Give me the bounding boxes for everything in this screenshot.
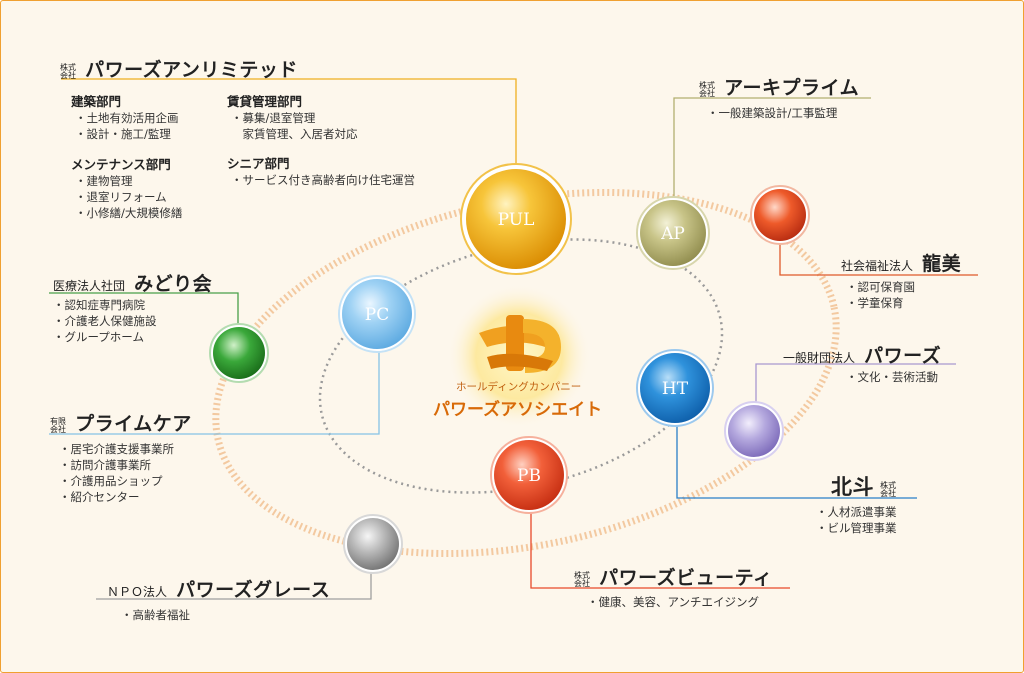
connector-ryubi: [779, 241, 978, 276]
prime-items: ・居宅介護支援事業所 ・訪問介護事業所 ・介護用品ショップ ・紹介センター: [59, 441, 174, 505]
pul-heading: 株式会社 パワーズアンリミテッド: [59, 55, 298, 82]
hokuto-heading: 北斗 株式会社: [831, 471, 900, 501]
ryubi-name: 龍美: [922, 253, 962, 275]
hokuto-item: ・ビル管理事業: [816, 521, 897, 535]
connector-prime: [49, 341, 380, 435]
grace-item: ・高齢者福祉: [121, 608, 190, 622]
pul-dept-senior: シニア部門 ・サービス付き高齢者向け住宅運営: [227, 153, 415, 188]
node-pc-label: PC: [365, 305, 389, 325]
node-pul[interactable]: PUL: [460, 163, 572, 275]
pul-prefix: 株式会社: [60, 62, 76, 80]
dept-item: ・建物管理: [75, 174, 133, 188]
powers-items: ・文化・芸術活動: [846, 369, 938, 385]
prime-heading: 有限会社 プライムケア: [49, 409, 192, 436]
pul-dept-construction: 建築部門 ・土地有効活用企画 ・設計・施工/監理: [71, 91, 179, 142]
node-powers-foundation[interactable]: [724, 401, 784, 461]
pb-prefix: 株式会社: [574, 570, 590, 588]
node-pc[interactable]: PC: [338, 275, 416, 353]
ap-item: ・一般建築設計/工事監理: [707, 106, 838, 120]
connector-ap: [673, 97, 871, 199]
prime-item: ・紹介センター: [59, 490, 140, 504]
midori-items: ・認知症専門病院 ・介護老人保健施設 ・グループホーム: [53, 297, 157, 345]
ryubi-items: ・認可保育園 ・学童保育: [846, 279, 915, 311]
node-ryubi[interactable]: [750, 185, 810, 245]
pb-name: パワーズビューティ: [599, 567, 773, 589]
hokuto-name: 北斗: [831, 475, 874, 499]
connector-powers: [755, 363, 956, 411]
ryubi-item: ・学童保育: [846, 296, 904, 310]
grace-items: ・高齢者福祉: [121, 607, 190, 623]
center-subtitle: ホールディングカンパニー: [456, 381, 582, 393]
powers-name: パワーズ: [864, 345, 942, 367]
midori-item: ・介護老人保健施設: [53, 314, 157, 328]
node-pb[interactable]: PB: [490, 436, 568, 514]
dept-item: 家賃管理、入居者対応: [231, 127, 358, 141]
center-name: パワーズアソシエイト: [433, 400, 603, 420]
connector-grace: [96, 566, 372, 600]
node-ht[interactable]: HT: [636, 349, 714, 427]
dept-item: ・設計・施工/監理: [75, 127, 171, 141]
ryubi-item: ・認可保育園: [846, 280, 915, 294]
dept-title: 建築部門: [71, 94, 122, 109]
pul-name: パワーズアンリミテッド: [85, 59, 298, 81]
ryubi-prefix: 社会福祉法人: [841, 259, 914, 273]
pul-dept-maintenance: メンテナンス部門 ・建物管理 ・退室リフォーム ・小修繕/大規模修繕: [71, 154, 182, 221]
grace-prefix: ＮＰＯ法人: [107, 585, 168, 599]
ap-heading: 株式会社 アーキプライム: [698, 73, 859, 100]
node-ht-label: HT: [662, 379, 689, 399]
prime-item: ・介護用品ショップ: [59, 474, 163, 488]
grace-name: パワーズグレース: [176, 579, 331, 601]
dept-item: ・退室リフォーム: [75, 190, 167, 204]
connector-hokuto: [676, 421, 917, 499]
dept-item: ・小修繕/大規模修繕: [75, 206, 183, 220]
node-midori[interactable]: [209, 323, 269, 383]
hokuto-suffix: 株式会社: [880, 480, 897, 498]
ryubi-heading: 社会福祉法人 龍美: [841, 249, 961, 276]
dept-title: 賃貸管理部門: [227, 94, 303, 109]
pb-items: ・健康、美容、アンチエイジング: [587, 594, 759, 610]
grace-heading: ＮＰＯ法人 パワーズグレース: [107, 575, 330, 602]
midori-item: ・グループホーム: [53, 330, 144, 344]
dept-title: シニア部門: [227, 156, 290, 171]
node-pul-label: PUL: [498, 210, 535, 230]
pb-heading: 株式会社 パワーズビューティ: [573, 563, 773, 590]
dept-item: ・募集/退室管理: [231, 111, 316, 125]
midori-heading: 医療法人社団 みどり会: [53, 269, 212, 296]
powers-item: ・文化・芸術活動: [846, 370, 938, 384]
dept-item: ・土地有効活用企画: [75, 111, 179, 125]
pb-item: ・健康、美容、アンチエイジング: [587, 595, 760, 609]
dept-title: メンテナンス部門: [71, 157, 171, 172]
connector-pul: [61, 78, 517, 169]
node-pb-label: PB: [517, 466, 541, 486]
ap-prefix: 株式会社: [699, 80, 715, 98]
prime-item: ・訪問介護事業所: [59, 458, 151, 472]
hokuto-items: ・人材派遣事業 ・ビル管理事業: [816, 504, 897, 536]
powers-heading: 一般財団法人 パワーズ: [783, 341, 941, 368]
midori-prefix: 医療法人社団: [53, 279, 126, 293]
connector-midori: [49, 292, 239, 331]
hokuto-item: ・人材派遣事業: [816, 505, 897, 519]
node-grace[interactable]: [343, 514, 403, 574]
dept-item: ・サービス付き高齢者向け住宅運営: [231, 173, 415, 187]
midori-name: みどり会: [134, 273, 213, 295]
pul-dept-rental: 賃貸管理部門 ・募集/退室管理 家賃管理、入居者対応: [227, 91, 358, 142]
prime-item: ・居宅介護支援事業所: [59, 442, 174, 456]
connector-pb: [530, 501, 790, 589]
powers-prefix: 一般財団法人: [783, 351, 856, 365]
node-ap[interactable]: AP: [636, 196, 710, 270]
ap-items: ・一般建築設計/工事監理: [707, 105, 837, 121]
prime-name: プライムケア: [75, 413, 192, 435]
midori-item: ・認知症専門病院: [53, 298, 145, 312]
ap-name: アーキプライム: [724, 77, 860, 99]
holding-logo-icon: [479, 315, 561, 373]
node-ap-label: AP: [660, 224, 685, 244]
prime-prefix: 有限会社: [50, 416, 66, 434]
